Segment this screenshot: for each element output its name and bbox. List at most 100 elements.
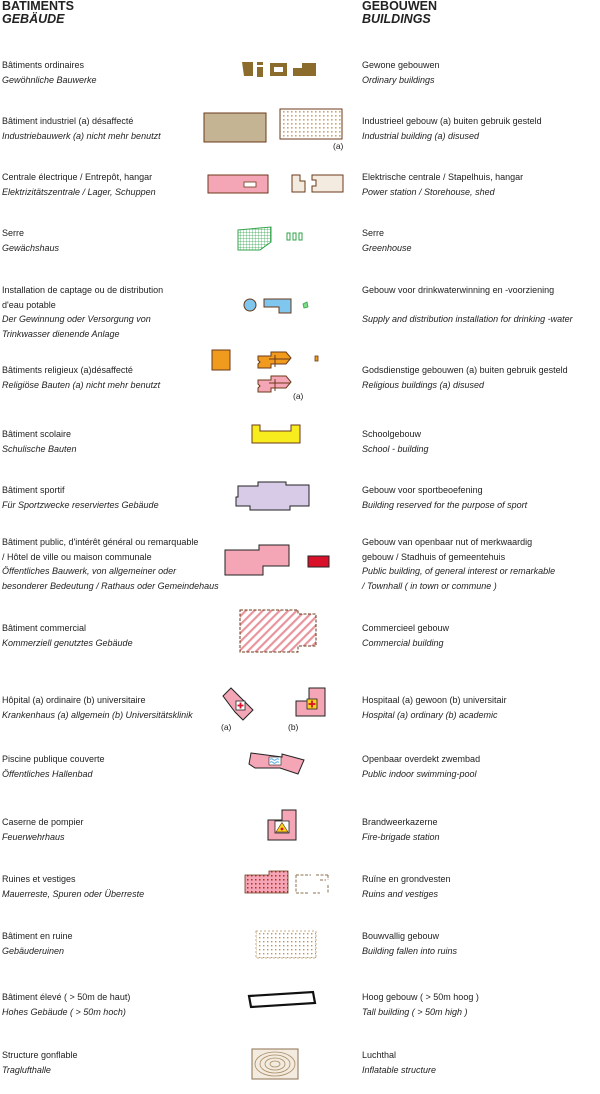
legend-label: Structure gonflable <box>2 1050 78 1060</box>
legend-label: Hospital (a) ordinary (b) academic <box>362 709 498 720</box>
legend-label: Industriebauwerk (a) nicht mehr benutzt <box>2 130 161 141</box>
legend-label: Religiöse Bauten (a) nicht mehr benutzt <box>2 379 161 390</box>
building-in-ruin-icon <box>255 930 317 959</box>
legend-label: Bâtiment sportif <box>2 485 65 495</box>
legend-label: Ordinary buildings <box>362 74 435 85</box>
legend-label: d'eau potable <box>2 299 56 310</box>
commercial-building-icon <box>239 609 317 653</box>
legend-label: Fire-brigade station <box>362 831 440 842</box>
disused-note: (a) <box>333 141 344 151</box>
header-title-de: GEBÄUDE <box>2 12 65 26</box>
legend-label: Bouwvallig gebouw <box>362 931 440 941</box>
legend-label: Religious buildings (a) disused <box>362 379 485 390</box>
header-right: GEBOUWEN BUILDINGS <box>362 0 437 26</box>
legend-label: Gewone gebouwen <box>362 60 440 70</box>
industrial-building-icon: (a) <box>203 108 344 151</box>
water-installation-icon <box>243 298 309 314</box>
legend-label: Building reserved for the purpose of spo… <box>362 499 528 510</box>
legend-label: Installation de captage ou de distributi… <box>2 285 164 295</box>
greenhouse-icon <box>237 226 303 251</box>
legend-label: Gewächshaus <box>2 242 60 253</box>
legend-label: Öffentliches Bauwerk, von allgemeiner od… <box>2 566 177 576</box>
legend-label: Bâtiments ordinaires <box>2 60 85 70</box>
legend-label: / Hôtel de ville ou maison communale <box>2 551 152 562</box>
legend-label: Krankenhaus (a) allgemein (b) Universitä… <box>2 709 193 720</box>
legend-label: Greenhouse <box>362 242 412 253</box>
legend-label: Openbaar overdekt zwembad <box>362 754 481 764</box>
hospital-icon: (a) (b) <box>221 687 326 732</box>
school-icon <box>251 424 301 444</box>
header-title-en: BUILDINGS <box>362 12 431 26</box>
legend-label: Schulische Bauten <box>2 443 77 454</box>
legend-label: Bâtiment en ruine <box>2 931 73 941</box>
legend-label: Brandweerkazerne <box>362 817 438 827</box>
legend-right-industrial: Industrieel gebouw (a) buiten gebruik ge… <box>362 114 542 143</box>
legend-label: besonderer Bedeutung / Rathaus oder Geme… <box>2 580 219 591</box>
power-station-icon <box>207 174 344 194</box>
legend-label: Power station / Storehouse, shed <box>362 186 495 197</box>
legend-label: Gebouw voor sportbeoefening <box>362 485 483 495</box>
public-building-icon <box>224 544 330 576</box>
brown-blocks-icon <box>242 62 316 77</box>
tall-building-icon <box>247 990 317 1009</box>
legend-label: Feuerwehrhaus <box>2 831 65 842</box>
legend-left-water: Installation de captage ou de distributi… <box>2 283 163 341</box>
legend-label: Gebouw van openbaar nut of merkwaardig <box>362 537 533 547</box>
legend-right-water: Gebouw voor drinkwaterwinning en -voorzi… <box>362 283 573 327</box>
legend-label: Gebouw voor drinkwaterwinning en -voorzi… <box>362 285 555 295</box>
legend-label: Supply and distribution installation for… <box>362 314 573 324</box>
legend-right-power: Elektrische centrale / Stapelhuis, hanga… <box>362 170 523 199</box>
legend-label: Elektrische centrale / Stapelhuis, hanga… <box>362 172 524 182</box>
legend-label: Bâtiment industriel (a) désaffecté <box>2 116 134 126</box>
legend-left-tall: Bâtiment élevé ( > 50m de haut) Hohes Geb… <box>2 990 130 1019</box>
legend-label: Bâtiment commercial <box>2 623 87 633</box>
legend-label: Public building, of general interest or … <box>362 566 556 576</box>
legend-label: Trinkwasser dienende Anlage <box>2 328 120 339</box>
legend-label: Hospitaal (a) gewoon (b) universitair <box>362 695 507 705</box>
legend-label: Piscine publique couverte <box>2 754 105 764</box>
legend-label: Public indoor swimming-pool <box>362 768 477 779</box>
religious-building-icon: (a) <box>211 349 319 401</box>
legend-label: Bâtiment élevé ( > 50m de haut) <box>2 992 131 1002</box>
legend-label: School - building <box>362 443 429 454</box>
legend-label: Gebäuderuinen <box>2 945 65 956</box>
legend-label: Bâtiment public, d'intérêt général ou re… <box>2 537 199 547</box>
ruins-icon <box>244 870 329 894</box>
legend-label: Hohes Gebäude ( > 50m hoch) <box>2 1006 126 1017</box>
legend-label: Bâtiments religieux (a)désaffecté <box>2 365 133 375</box>
legend-label: Industrieel gebouw (a) buiten gebruik ge… <box>362 116 542 126</box>
legend-label: Öffentliches Hallenbad <box>2 768 93 779</box>
legend-label: Ruins and vestiges <box>362 888 439 899</box>
legend-label: Centrale électrique / Entrepôt, hangar <box>2 172 153 182</box>
legend-label: Kommerziell genutztes Gebäude <box>2 637 133 648</box>
fire-station-icon <box>267 809 297 841</box>
legend-label: Building fallen into ruins <box>362 945 458 956</box>
legend-label: Serre <box>362 228 385 238</box>
legend-right-religious: Godsdienstige gebouwen (a) buiten gebrui… <box>362 363 568 392</box>
legend-right-tall: Hoog gebouw ( > 50m hoog )Tall building … <box>362 990 479 1019</box>
legend-label: Luchthal <box>362 1050 397 1060</box>
legend-label: Bâtiment scolaire <box>2 429 72 439</box>
legend-label: Ruines et vestiges <box>2 874 76 884</box>
